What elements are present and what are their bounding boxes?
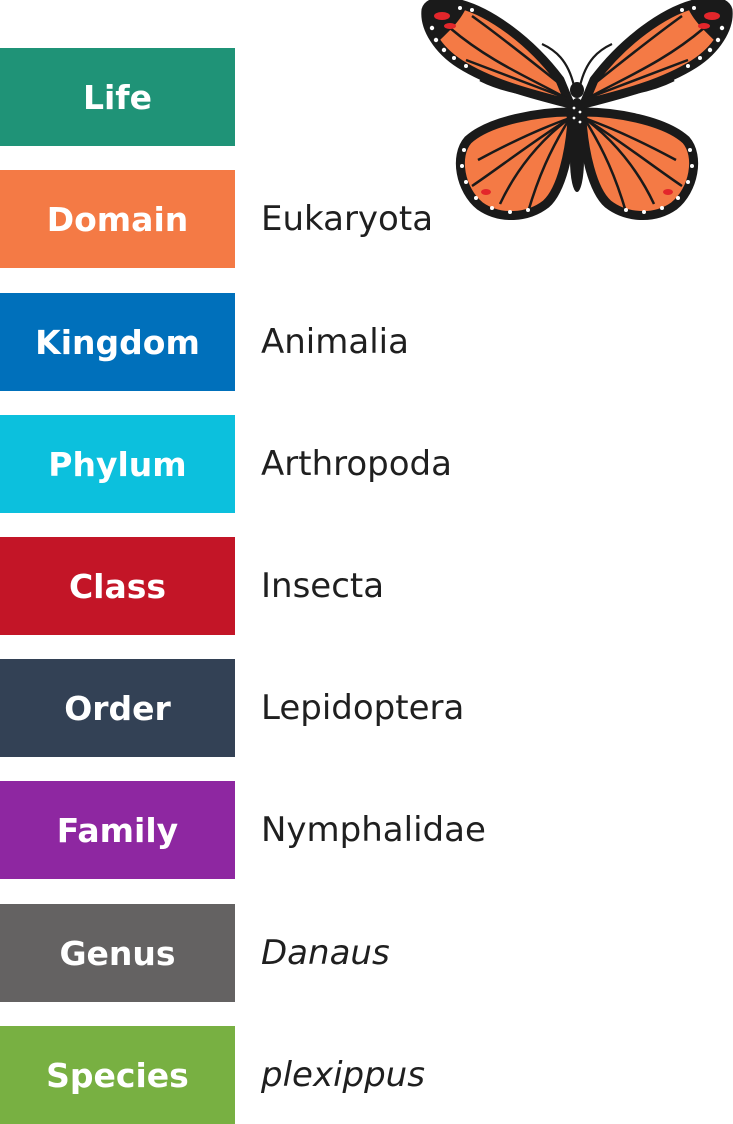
rank-row-order: Order Lepidoptera (0, 659, 733, 757)
rank-box-class: Class (0, 537, 235, 635)
taxon-name-genus: Danaus (261, 933, 390, 973)
rank-box-genus: Genus (0, 904, 235, 1002)
taxon-name-domain: Eukaryota (261, 199, 434, 239)
taxon-name-species: plexippus (261, 1055, 425, 1095)
taxon-name-order: Lepidoptera (261, 688, 465, 728)
rank-row-genus: Genus Danaus (0, 904, 733, 1002)
rank-row-class: Class Insecta (0, 537, 733, 635)
rank-box-domain: Domain (0, 170, 235, 268)
rank-box-kingdom: Kingdom (0, 293, 235, 391)
taxon-name-kingdom: Animalia (261, 322, 409, 362)
rank-row-species: Species plexippus (0, 1026, 733, 1124)
rank-box-species: Species (0, 1026, 235, 1124)
rank-row-domain: Domain Eukaryota (0, 170, 733, 268)
rank-row-life: Life (0, 48, 733, 146)
rank-box-life: Life (0, 48, 235, 146)
monarch-butterfly-icon (421, 0, 733, 221)
rank-row-phylum: Phylum Arthropoda (0, 415, 733, 513)
rank-row-kingdom: Kingdom Animalia (0, 293, 733, 391)
taxon-name-family: Nymphalidae (261, 810, 486, 850)
taxon-name-phylum: Arthropoda (261, 444, 452, 484)
taxon-name-class: Insecta (261, 566, 385, 606)
rank-box-family: Family (0, 781, 235, 879)
rank-box-phylum: Phylum (0, 415, 235, 513)
rank-row-family: Family Nymphalidae (0, 781, 733, 879)
rank-box-order: Order (0, 659, 235, 757)
